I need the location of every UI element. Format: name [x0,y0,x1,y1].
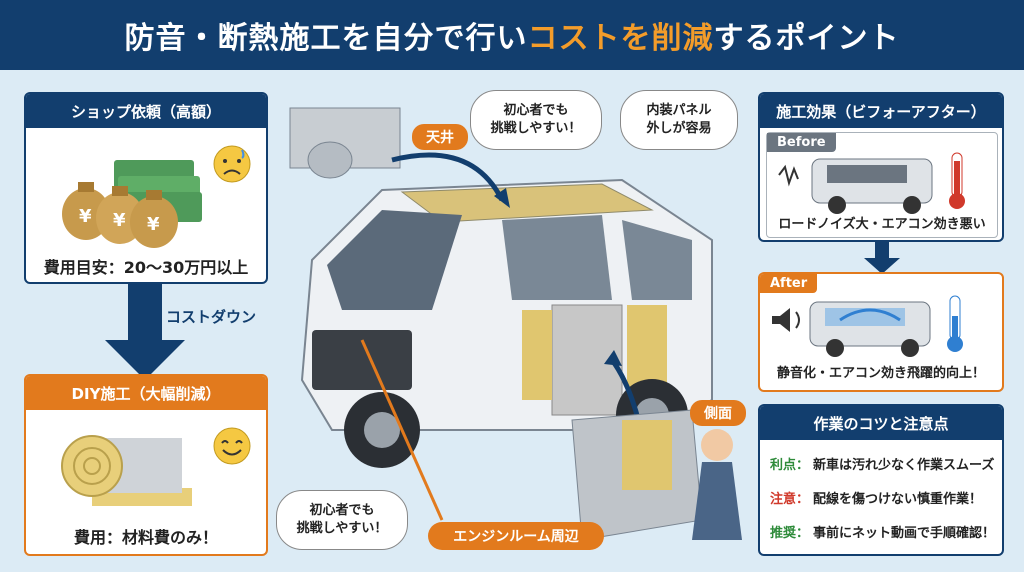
tip-key-recommend: 推奨： [770,526,810,541]
bubble-beginner-top: 初心者でも 挑戦しやすい！ [470,90,602,150]
tag-engine-room: エンジンルーム周辺 [428,522,604,550]
effect-panel-title: 施工効果（ビフォーアフター） [760,94,1002,128]
tip-key-caution: 注意： [770,492,810,507]
title-highlight: コストを削減 [527,21,714,56]
worried-face-icon [213,145,251,183]
diy-panel-title: DIY施工（大幅削減） [26,376,266,410]
svg-text:¥: ¥ [79,206,92,227]
before-label: Before [767,133,836,152]
effect-panel: 施工効果（ビフォーアフター） Before ロードノイズ大・エアコン効き悪い [758,92,1004,242]
before-text: ロードノイズ大・エアコン効き悪い [778,217,986,232]
tip-row-benefit: 利点：新車は汚れ少なく作業スムーズ [770,454,994,473]
van-illustration [289,107,742,541]
before-box: Before ロードノイズ大・エアコン効き悪い [766,132,998,238]
tag-side: 側面 [690,400,746,426]
before-after-arrow [864,242,900,274]
money-bags-icon: ¥ ¥ ¥ [62,160,202,248]
shop-panel-title: ショップ依頼（高額） [26,94,266,128]
cost-down-label: コストダウン [166,308,257,326]
insulation-roll-icon [61,435,192,506]
bubble-beginner-bottom: 初心者でも 挑戦しやすい！ [276,490,408,550]
title-part1: 防音・断熱施工を自分で行い [124,21,528,56]
tip-row-recommend: 推奨：事前にネット動画で手順確認！ [770,522,995,541]
after-label: After [760,274,818,293]
diy-cost-text: 費用：材料費のみ！ [73,528,218,547]
tips-panel: 作業のコツと注意点 利点：新車は汚れ少なく作業スムーズ 注意：配線を傷つけない慎… [758,404,1004,556]
noisy-van-icon [778,152,965,214]
quiet-van-icon [772,295,963,357]
page-title: 防音・断熱施工を自分で行いコストを削減するポイント [125,13,900,57]
svg-text:¥: ¥ [147,214,160,235]
tip-row-caution: 注意：配線を傷つけない慎重作業！ [770,488,982,507]
smile-face-icon [213,427,251,465]
diy-panel: DIY施工（大幅削減） 費用：材料費のみ！ [24,374,268,556]
title-part2: するポイント [713,21,900,56]
tag-ceiling: 天井 [412,124,468,150]
shop-cost-text: 費用目安：20〜30万円以上 [43,258,249,277]
header-banner: 防音・断熱施工を自分で行いコストを削減するポイント [0,0,1024,70]
cost-down-arrow [105,284,185,380]
tips-panel-title: 作業のコツと注意点 [760,406,1002,440]
after-panel: After 静音化・エアコン効き飛躍的向上！ [758,272,1004,392]
tip-text-recommend: 事前にネット動画で手順確認！ [813,526,996,541]
shop-panel: ショップ依頼（高額） ¥ ¥ ¥ 費用目安：20〜30万円以上 [24,92,268,284]
tip-text-caution: 配線を傷つけない慎重作業！ [813,492,983,507]
tip-text-benefit: 新車は汚れ少なく作業スムーズ [813,458,995,473]
svg-text:¥: ¥ [113,210,126,231]
bubble-panel-removal: 内装パネル 外しが容易 [620,90,738,150]
tip-key-benefit: 利点： [770,458,810,473]
after-text: 静音化・エアコン効き飛躍的向上！ [776,366,985,381]
